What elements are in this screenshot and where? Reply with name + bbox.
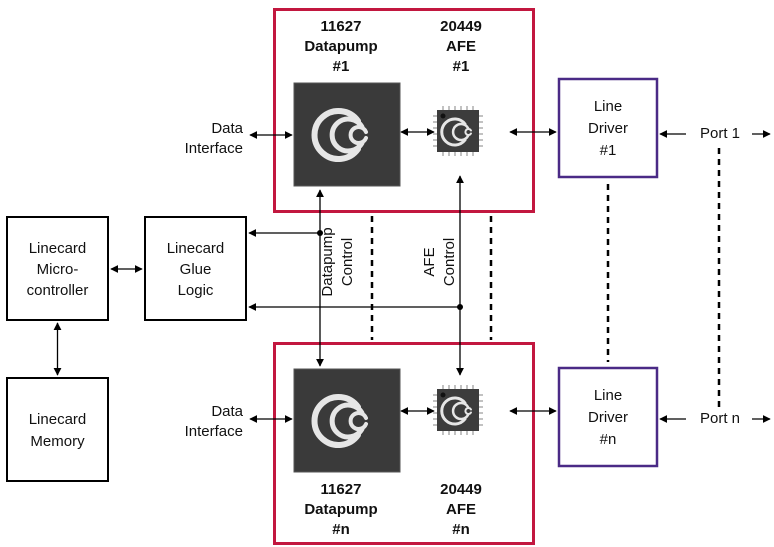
top-afe-name: AFE <box>446 38 476 55</box>
glue-logic-line1: Linecard <box>167 240 225 257</box>
memory-line1: Linecard <box>29 411 87 428</box>
top-datapump-name: Datapump <box>304 38 377 55</box>
datapump-control-line2: Control <box>339 238 356 286</box>
top-datapump-part: 11627 <box>321 18 362 35</box>
line-driver-n-line2: Driver <box>588 409 628 426</box>
bottom-data-interface-line1: Data <box>211 403 243 420</box>
line-driver-1-line2: Driver <box>588 120 628 137</box>
top-afe-part: 20449 <box>440 18 482 35</box>
afe-control-line2: Control <box>441 238 458 286</box>
linecard-glue-logic <box>144 216 247 321</box>
microcontroller-line1: Linecard <box>29 240 87 257</box>
datapump-chip-icon <box>293 82 401 187</box>
afe-control-label: AFE Control <box>421 238 458 286</box>
glue-logic-line2: Glue <box>180 261 212 278</box>
afe-control-line1: AFE <box>421 247 438 276</box>
bottom-datapump-part: 11627 <box>321 481 362 498</box>
bottom-afe-instance: #n <box>452 521 470 538</box>
datapump-control-line1: Datapump <box>319 227 336 296</box>
datapump-control-label: Datapump Control <box>319 227 356 296</box>
bottom-datapump-name: Datapump <box>304 501 377 518</box>
line-driver-1-line1: Line <box>594 98 622 115</box>
line-driver-1 <box>557 77 659 179</box>
linecard-memory <box>6 377 109 482</box>
top-datapump-instance: #1 <box>333 58 350 75</box>
linecard-microcontroller <box>6 216 109 321</box>
bottom-afe-name: AFE <box>446 501 476 518</box>
line-driver-n-line3: #n <box>600 431 617 448</box>
microcontroller-line2: Micro- <box>37 261 79 278</box>
top-data-interface-line1: Data <box>211 120 243 137</box>
port-n-label: Port n <box>700 410 740 427</box>
glue-logic-line3: Logic <box>178 282 214 299</box>
memory-line2: Memory <box>30 433 85 450</box>
afe-chip-icon <box>432 384 484 436</box>
connections <box>53 128 771 423</box>
line-driver-n-line1: Line <box>594 387 622 404</box>
line-driver-n <box>557 366 659 468</box>
bottom-afe-part: 20449 <box>440 481 482 498</box>
afe-chip-icon <box>432 105 484 157</box>
junction-dot <box>317 230 323 236</box>
top-afe-instance: #1 <box>453 58 470 75</box>
bottom-datapump-instance: #n <box>332 521 350 538</box>
port-1-label: Port 1 <box>700 125 740 142</box>
top-data-interface-line2: Interface <box>185 140 243 157</box>
bottom-data-interface-line2: Interface <box>185 423 243 440</box>
junction-dot <box>457 304 463 310</box>
line-driver-1-line3: #1 <box>600 142 617 159</box>
microcontroller-line3: controller <box>27 282 89 299</box>
repetition-lines <box>370 148 721 408</box>
datapump-chip-icon <box>293 368 401 473</box>
